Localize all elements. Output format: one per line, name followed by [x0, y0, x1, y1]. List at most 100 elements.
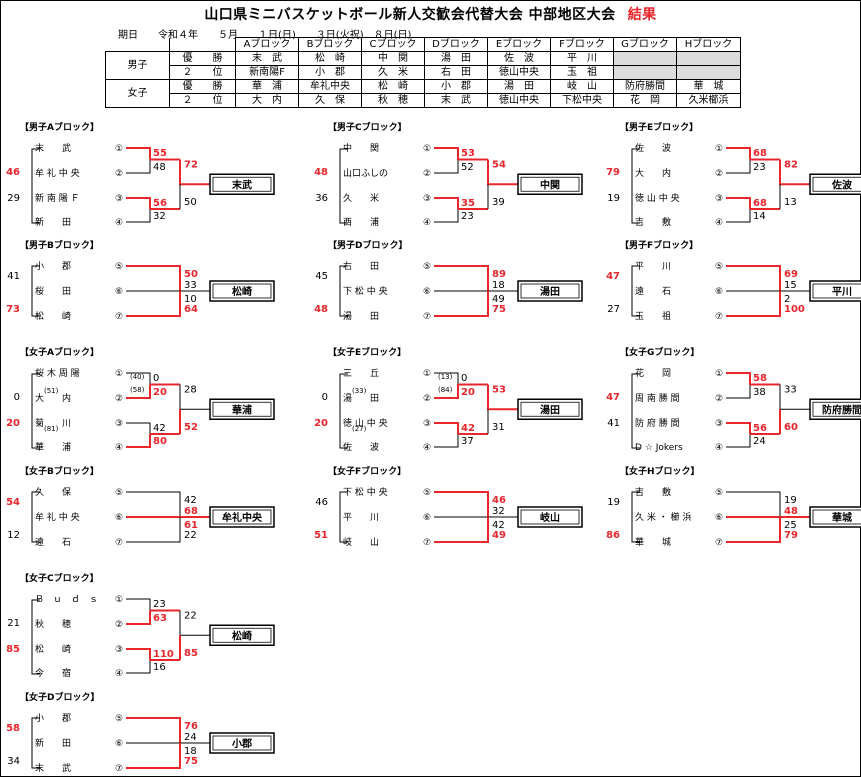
bracket-line — [31, 491, 40, 543]
team-name: 湯 田 — [343, 311, 379, 322]
score-label: 22 — [184, 530, 197, 541]
win-line — [726, 517, 781, 543]
block-title: 【男子Dブロック】 — [328, 239, 407, 251]
winner-box-inner — [812, 509, 861, 525]
block-title: 【女子Hブロック】 — [620, 465, 700, 477]
team-name: 下 松 中 央 — [343, 285, 388, 297]
score-label: 35 — [461, 198, 475, 209]
winner-box — [209, 624, 275, 646]
score-label: 20 — [314, 418, 328, 429]
team-name: 花 岡 — [635, 367, 671, 379]
score-label: 68 — [753, 148, 767, 159]
score-label: 85 — [184, 648, 198, 659]
seed-number: ⑤ — [423, 488, 431, 498]
summary-cell-empty — [676, 65, 741, 80]
winner-box-inner — [212, 735, 272, 751]
winner-name: 平川 — [832, 286, 852, 298]
seed-number: ④ — [715, 218, 723, 228]
seed-number: ① — [715, 144, 723, 154]
summary-cell-empty — [676, 51, 741, 66]
team-name: 秋 穂 — [35, 618, 71, 630]
winner-box — [209, 280, 275, 302]
bracket-line — [126, 209, 151, 223]
seed-number: ④ — [715, 443, 723, 453]
team-name: 吉 敷 — [635, 486, 671, 498]
block-title: 【女子Dブロック】 — [20, 691, 99, 703]
seed-number: ④ — [115, 443, 123, 453]
score-label: 23 — [461, 211, 474, 222]
team-name: 久 米 — [343, 192, 379, 204]
score-label: 51 — [314, 530, 328, 541]
win-line — [434, 147, 459, 160]
win-line — [434, 197, 459, 209]
score-label: 19 — [607, 497, 620, 508]
score-label: (13) — [438, 373, 453, 381]
seed-number: ⑥ — [115, 739, 123, 749]
seed-number: ⑦ — [715, 312, 723, 322]
bracket-line — [126, 491, 181, 517]
score-label: 27 — [607, 304, 620, 315]
seed-number: ① — [423, 369, 431, 379]
seed-number: ② — [115, 169, 123, 179]
score-label: 32 — [153, 211, 166, 222]
team-name: 菊 川 — [35, 418, 71, 429]
bracket-line — [434, 209, 459, 223]
winner-box — [209, 506, 275, 528]
score-label: 2 — [784, 294, 790, 305]
win-line — [126, 384, 151, 399]
bracket-line — [126, 517, 181, 543]
team-name: 防 府 勝 間 — [635, 417, 680, 429]
score-label: 53 — [461, 148, 475, 159]
winner-name: 小郡 — [231, 737, 252, 750]
winner-box — [809, 280, 861, 302]
seed-number: ② — [423, 169, 431, 179]
summary-table: Aブロック Bブロック Cブロック Dブロック Eブロック Fブロック Gブロッ… — [105, 37, 741, 108]
score-label: 54 — [492, 160, 506, 171]
score-label: 25 — [784, 520, 797, 531]
score-label: 82 — [784, 160, 798, 171]
seed-number: ② — [715, 394, 723, 404]
team-name: 華 浦 — [35, 441, 71, 453]
win-line — [726, 197, 751, 209]
seed-number: ⑦ — [715, 538, 723, 548]
block-title: 【女子Bブロック】 — [20, 465, 99, 477]
score-label: 24 — [184, 732, 197, 743]
win-line — [126, 717, 181, 743]
summary-cell: 久米櫛浜 — [676, 93, 741, 108]
block-title: 【男子Aブロック】 — [20, 121, 99, 133]
winner-box-inner — [212, 401, 272, 417]
score-label: 41 — [607, 418, 620, 429]
winner-box-inner — [212, 283, 272, 299]
team-name: 遠 石 — [35, 536, 71, 548]
winner-box — [517, 398, 583, 420]
team-name: 新 田 — [35, 737, 71, 749]
score-label: 20 — [153, 387, 167, 398]
score-label: 37 — [461, 436, 474, 447]
team-name: 湯 田 — [343, 393, 379, 404]
bracket-line — [339, 265, 348, 317]
win-line — [434, 491, 489, 517]
team-name: 徳 山 中 央 — [343, 417, 388, 429]
score-label: 69 — [784, 269, 798, 280]
team-name: 山口ふしの — [343, 168, 388, 179]
score-label: 46 — [315, 497, 328, 508]
winner-box — [517, 506, 583, 528]
page-title: 山口県ミニバスケットボール新人交歓会代替大会 中部地区大会結果 — [0, 4, 861, 24]
summary-rank: ２ 位 — [169, 93, 236, 108]
team-name: 西 浦 — [343, 216, 379, 228]
win-line — [126, 291, 181, 317]
team-name: D ☆ Jokers — [635, 443, 683, 453]
bracket-line — [31, 265, 40, 317]
winner-box — [809, 398, 861, 420]
team-name: 下 松 中 央 — [343, 486, 388, 498]
score-label: 79 — [606, 167, 620, 178]
bracket-line — [31, 717, 40, 769]
team-name: 桜 田 — [35, 285, 71, 297]
score-label: 48 — [314, 304, 328, 315]
summary-header-row: Aブロック Bブロック Cブロック Dブロック Eブロック Fブロック Gブロッ… — [105, 37, 741, 52]
seed-number: ① — [115, 595, 123, 605]
team-name: 徳 山 中 央 — [635, 192, 680, 204]
seed-number: ⑦ — [115, 312, 123, 322]
winner-box-inner — [520, 283, 580, 299]
